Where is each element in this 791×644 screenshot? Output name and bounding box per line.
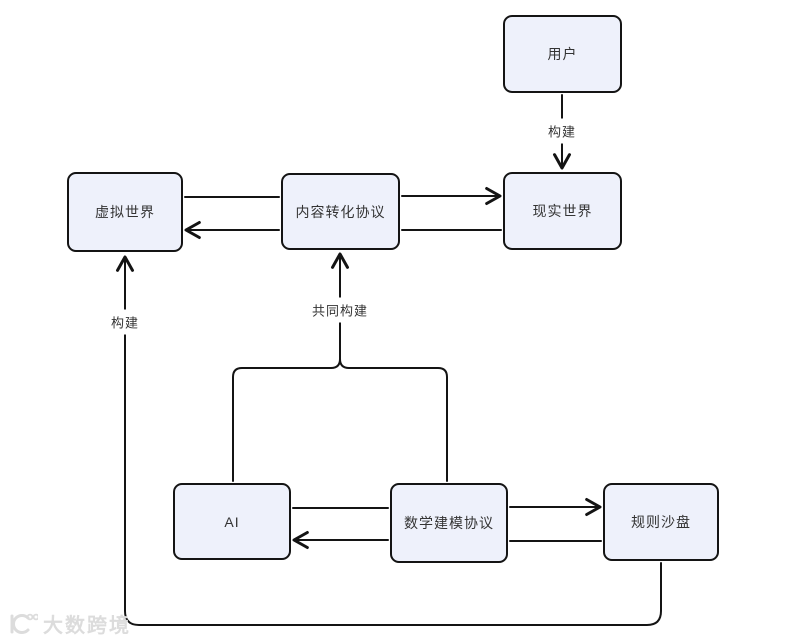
node-real-world: 现实世界: [503, 172, 622, 250]
watermark-text: 大数跨境: [43, 615, 131, 637]
node-math-protocol: 数学建模协议: [390, 483, 508, 563]
edge-ai-to-content: [232, 252, 349, 482]
node-user: 用户: [503, 15, 622, 93]
node-virtual-world-label: 虚拟世界: [95, 204, 155, 220]
edge-label-user-build: 构建: [543, 118, 581, 144]
watermark-logo-icon: [10, 613, 38, 634]
node-virtual-world: 虚拟世界: [67, 172, 183, 252]
watermark: 大数跨境: [8, 609, 131, 638]
node-rule-sandbox: 规则沙盘: [603, 483, 719, 561]
node-content-protocol: 内容转化协议: [281, 173, 400, 250]
edge-label-sandbox-build: 构建: [106, 309, 144, 335]
node-ai-label: AI: [224, 513, 240, 530]
edge-sandbox-to-virtual: [116, 255, 662, 626]
node-math-protocol-label: 数学建模协议: [404, 515, 494, 531]
node-real-world-label: 现实世界: [532, 203, 593, 219]
node-user-label: 用户: [547, 46, 578, 62]
node-content-protocol-label: 内容转化协议: [295, 203, 386, 220]
edge-math-to-content: [339, 358, 448, 482]
node-ai: AI: [173, 483, 291, 560]
node-rule-sandbox-label: 规则沙盘: [631, 514, 691, 530]
edge-label-joint-build: 共同构建: [307, 297, 373, 323]
